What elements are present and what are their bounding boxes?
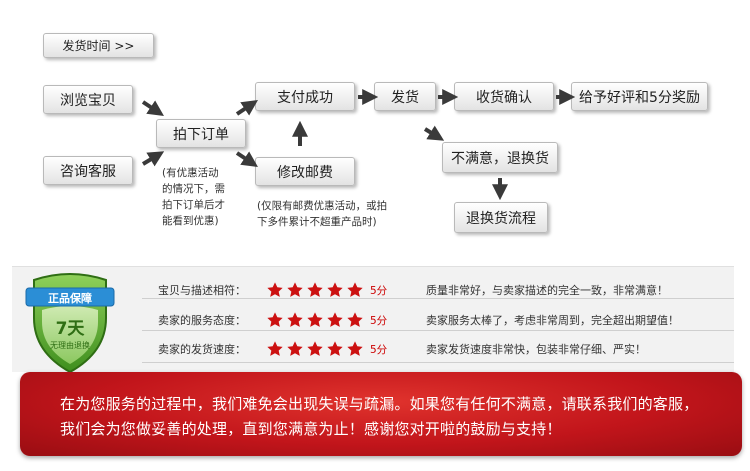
step-consult: 咨询客服 (43, 156, 133, 185)
rating-row-shipping: 卖家的发货速度： 5分 卖家发货速度非常快，包装非常仔细、严实！ (142, 336, 734, 362)
star-icon (307, 312, 323, 327)
note-postage: (仅限有邮费优惠活动，或拍 下多件累计不超重产品时) (257, 200, 388, 228)
star-icon (287, 282, 303, 297)
star-icon (347, 282, 363, 297)
star-icon (267, 341, 283, 356)
guarantee-badge: 正品保障 7天 无理由退换 (25, 273, 115, 374)
step-modify-postage-label: 修改邮费 (277, 164, 333, 181)
step-browse-label: 浏览宝贝 (60, 92, 116, 109)
rating-row-description: 宝贝与描述相符： 5分 质量非常好，与卖家描述的完全一致，非常满意！ (142, 277, 734, 303)
arrow-browse-to-order (141, 100, 164, 116)
badge-days: 7天 (56, 319, 86, 339)
step-ship-label: 发货 (391, 89, 419, 106)
star-icon (287, 341, 303, 356)
star-rating (266, 340, 366, 358)
row-divider (142, 362, 734, 363)
rating-comment: 质量非常好，与卖家描述的完全一致，非常满意！ (426, 284, 668, 297)
step-payment-success-label: 支付成功 (277, 89, 333, 106)
flow-arrows (141, 89, 576, 201)
arrow-consult-to-order (141, 151, 165, 167)
rating-comment: 卖家服务太棒了，考虑非常周到，完全超出期望值！ (426, 314, 679, 327)
star-icon (347, 341, 363, 356)
step-payment-success: 支付成功 (255, 82, 355, 111)
star-icon (327, 341, 343, 356)
arrow-order-to-postage (235, 151, 258, 167)
step-browse: 浏览宝贝 (43, 85, 133, 114)
step-ship: 发货 (374, 82, 436, 111)
arrow-order-to-payment (235, 100, 258, 116)
star-icon (327, 312, 343, 327)
star-icon (327, 282, 343, 297)
row-divider (142, 330, 734, 331)
rating-score: 5分 (370, 343, 388, 356)
star-icon (267, 312, 283, 327)
row-divider (142, 298, 734, 299)
star-rating (266, 281, 366, 299)
rating-comment: 卖家发货速度非常快，包装非常仔细、严实！ (426, 343, 646, 356)
rating-score: 5分 (370, 284, 388, 297)
star-icon (307, 341, 323, 356)
rating-row-service: 卖家的服务态度： 5分 卖家服务太棒了，考虑非常周到，完全超出期望值！ (142, 307, 734, 333)
banner-line-1: 在为您服务的过程中，我们难免会出现失误与疏漏。如果您有任何不满意，请联系我们的客… (60, 395, 699, 413)
star-icon (347, 312, 363, 327)
step-place-order: 拍下订单 (156, 119, 246, 148)
star-icon (307, 282, 323, 297)
step-return-process: 退换货流程 (454, 202, 548, 233)
star-icon (287, 312, 303, 327)
rating-label: 卖家的发货速度： (158, 343, 246, 356)
step-confirm-receipt-label: 收货确认 (476, 89, 532, 106)
banner-line-2: 我们会为您做妥善的处理，直到您满意为止！感谢您对开啦的鼓励与支持！ (60, 420, 562, 438)
rating-score: 5分 (370, 314, 388, 327)
step-unsatisfied-label: 不满意，退换货 (451, 150, 549, 167)
step-give-review-label: 给予好评和5分奖励 (579, 89, 700, 106)
star-icon (267, 282, 283, 297)
step-place-order-label: 拍下订单 (173, 126, 229, 143)
star-rating (266, 311, 366, 329)
step-consult-label: 咨询客服 (60, 163, 116, 180)
rating-label: 宝贝与描述相符： (158, 284, 246, 297)
badge-title: 正品保障 (48, 291, 92, 305)
rating-label: 卖家的服务态度： (158, 314, 246, 327)
delivery-time-button[interactable]: 发货时间 >> (43, 33, 154, 58)
badge-ribbon (25, 287, 115, 307)
delivery-time-label: 发货时间 >> (62, 39, 135, 53)
arrow-ship-to-unsatisfied (423, 125, 445, 141)
note-discount: (有优惠活动 的情况下，需 拍下订单后才 能看到优惠) (162, 167, 225, 227)
step-confirm-receipt: 收货确认 (454, 82, 554, 111)
step-modify-postage: 修改邮费 (255, 157, 355, 186)
rating-panel: 宝贝与描述相符： 5分 质量非常好，与卖家描述的完全一致，非常满意！ 卖家的服务… (12, 266, 734, 372)
step-return-process-label: 退换货流程 (466, 210, 536, 227)
badge-subtitle: 无理由退换 (50, 340, 90, 350)
step-give-review: 给予好评和5分奖励 (571, 82, 708, 111)
step-unsatisfied: 不满意，退换货 (442, 142, 558, 173)
service-promise-banner: 在为您服务的过程中，我们难免会出现失误与疏漏。如果您有任何不满意，请联系我们的客… (20, 372, 742, 456)
